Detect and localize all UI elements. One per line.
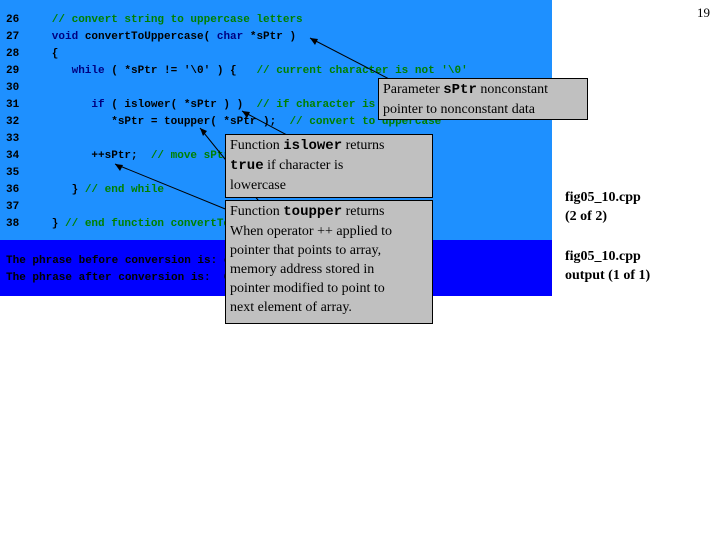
output-file-label: fig05_10.cpp output (1 of 1) <box>565 249 651 283</box>
line-number: 33 <box>6 133 20 145</box>
code-token: { <box>32 48 59 60</box>
code-token: if <box>32 99 112 111</box>
line-number: 34 <box>6 150 20 162</box>
code-token: while <box>32 65 112 77</box>
code-token: ++sPtr; <box>32 150 151 162</box>
code-token: *sPtr = toupper( *sPtr ); <box>32 116 290 128</box>
code-token: void <box>32 31 85 43</box>
code-token: // end while <box>84 184 165 196</box>
callout-toupper: Function toupper returns When operator +… <box>225 200 433 324</box>
code-token: } <box>32 184 85 196</box>
line-number: 28 <box>6 48 20 60</box>
code-token: char <box>216 31 250 43</box>
code-line: 30 <box>6 80 32 96</box>
code-line: 33 <box>6 131 32 147</box>
code-line: 37 <box>6 199 32 215</box>
line-number: 26 <box>6 14 20 26</box>
line-number: 27 <box>6 31 20 43</box>
code-line: 28 { <box>6 46 58 62</box>
line-number: 32 <box>6 116 20 128</box>
code-token: convertToUppercase( <box>84 31 217 43</box>
code-token: // current character is not '\0' <box>256 65 468 77</box>
line-number: 30 <box>6 82 20 94</box>
line-number: 31 <box>6 99 20 111</box>
code-token: *sPtr ) <box>249 31 297 43</box>
line-number: 35 <box>6 167 20 179</box>
code-token: // convert string to uppercase letters <box>32 14 303 26</box>
callout-sptr-parameter: Parameter sPtr nonconstant pointer to no… <box>378 78 588 120</box>
code-line: 27 void convertToUppercase( char *sPtr ) <box>6 29 296 45</box>
code-token: } <box>32 218 66 230</box>
callout-islower: Function islower returns true if charact… <box>225 134 433 198</box>
code-line: 29 while ( *sPtr != '\0' ) { // current … <box>6 63 468 79</box>
code-token: ( islower( *sPtr ) ) <box>111 99 257 111</box>
line-number: 29 <box>6 65 20 77</box>
line-number: 38 <box>6 218 20 230</box>
code-file-label: fig05_10.cpp (2 of 2) <box>565 190 641 224</box>
code-line: 35 <box>6 165 32 181</box>
line-number: 37 <box>6 201 20 213</box>
code-line: 36 } // end while <box>6 182 164 198</box>
line-number: 36 <box>6 184 20 196</box>
code-token: ( *sPtr != '\0' ) { <box>111 65 257 77</box>
page-number: 19 <box>697 5 710 20</box>
code-line: 26 // convert string to uppercase letter… <box>6 12 303 28</box>
